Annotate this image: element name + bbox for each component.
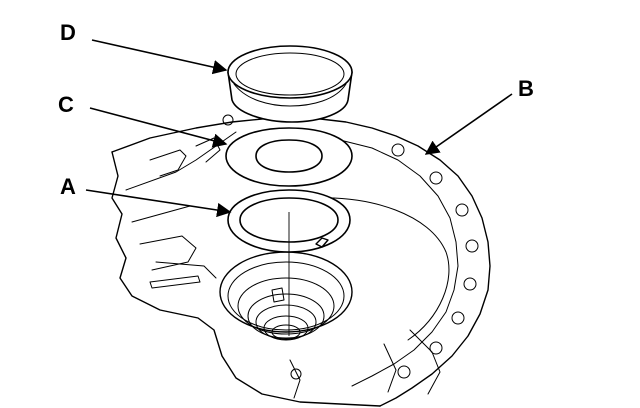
bolt-hole <box>451 311 465 325</box>
cup-rim-inner <box>235 52 345 96</box>
bore-step-5 <box>263 315 309 341</box>
bore-step-6 <box>271 324 301 340</box>
leader-b <box>424 93 513 155</box>
bore-outer <box>219 251 353 333</box>
housing-lower-rib <box>289 329 441 399</box>
bolt-hole <box>455 203 469 217</box>
cup-bottom-edge <box>233 83 347 107</box>
bolt-hole <box>222 114 234 126</box>
leader-a <box>85 189 232 218</box>
bolt-hole <box>397 365 411 379</box>
housing-bore-rim <box>317 197 450 341</box>
bolt-hole <box>429 341 443 355</box>
bolt-hole <box>465 239 479 253</box>
bore-step-2 <box>237 277 335 335</box>
bearing-bore <box>219 251 353 341</box>
shim-body <box>225 127 353 187</box>
bore-step-1 <box>227 261 345 331</box>
flange-bolt-holes <box>222 114 479 380</box>
housing-inner-face <box>339 139 459 387</box>
thrust-shim <box>225 127 353 187</box>
bolt-hole <box>429 171 443 185</box>
bolt-hole <box>391 143 405 157</box>
callout-a: A <box>60 174 76 199</box>
cup-rim-outer <box>227 45 353 99</box>
housing-top-rib <box>149 137 221 177</box>
transmission-housing <box>111 114 491 407</box>
bolt-hole <box>463 277 477 291</box>
bore-key <box>271 287 285 303</box>
bolt-hole <box>290 368 302 380</box>
bore-step-3 <box>247 293 325 339</box>
housing-left-slot <box>149 275 201 289</box>
callout-b: B <box>518 76 534 101</box>
leader-c <box>89 107 228 148</box>
housing-left-casting <box>111 151 381 407</box>
bearing-cup <box>227 45 353 123</box>
leader-d <box>91 39 228 75</box>
snap-ring-gap <box>315 237 329 248</box>
callout-d: D <box>60 20 76 45</box>
housing-left-rib <box>125 131 237 279</box>
housing-flange-outline <box>111 117 491 407</box>
callout-c: C <box>58 92 74 117</box>
